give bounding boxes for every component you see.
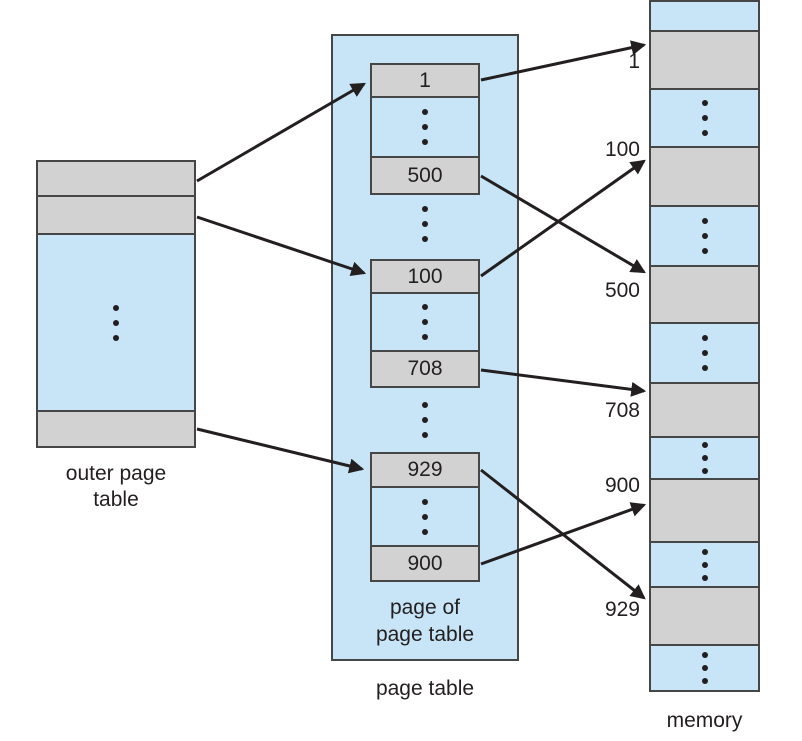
memory-column bbox=[649, 0, 760, 692]
memory-frame-label-900: 900 bbox=[604, 474, 640, 497]
ellipsis-dots bbox=[372, 98, 478, 158]
dot bbox=[701, 574, 708, 581]
dot bbox=[422, 304, 428, 310]
page-of-page-table-2: 100 708 bbox=[370, 259, 480, 388]
ellipsis-dots bbox=[651, 543, 758, 588]
page-of-page-table-1: 1 500 bbox=[370, 63, 480, 195]
page-table-entry-100: 100 bbox=[372, 261, 478, 294]
ellipsis-dots bbox=[331, 398, 519, 442]
page-table-entry-929: 929 bbox=[372, 454, 478, 488]
outer-page-table-entry-2 bbox=[38, 197, 194, 235]
dot bbox=[701, 248, 708, 254]
memory-cell bbox=[651, 2, 758, 32]
dot bbox=[701, 350, 708, 356]
dot bbox=[701, 130, 708, 136]
memory-frame-label-1: 1 bbox=[628, 50, 640, 73]
dot bbox=[422, 432, 428, 438]
outer-page-table-last-entry bbox=[38, 412, 194, 446]
memory-frame-100 bbox=[651, 148, 758, 207]
memory-frame-label-929: 929 bbox=[604, 598, 640, 621]
dot bbox=[422, 139, 428, 145]
ellipsis-dots bbox=[651, 207, 758, 267]
dot bbox=[701, 468, 708, 474]
memory-frame-500 bbox=[651, 267, 758, 324]
dot bbox=[113, 319, 119, 326]
dot bbox=[422, 402, 428, 408]
dot bbox=[701, 100, 708, 106]
dot bbox=[701, 561, 708, 568]
page-table-entry-500: 500 bbox=[372, 158, 478, 193]
dot bbox=[701, 115, 708, 121]
dot bbox=[422, 109, 428, 115]
dot bbox=[701, 652, 708, 658]
dot bbox=[422, 513, 428, 520]
dot bbox=[422, 206, 428, 212]
memory-frame-708 bbox=[651, 384, 758, 438]
caption-line: page table bbox=[375, 623, 475, 646]
memory-frame-900 bbox=[651, 480, 758, 543]
dot bbox=[422, 221, 428, 227]
outer-page-table-caption: outer page table bbox=[36, 461, 196, 513]
dot bbox=[701, 548, 708, 555]
dot bbox=[701, 665, 708, 671]
outer-page-table-entry-1 bbox=[38, 162, 194, 197]
caption-line: page of bbox=[389, 596, 461, 619]
ellipsis-dots bbox=[651, 324, 758, 384]
page-table-caption: page table bbox=[375, 677, 475, 700]
dot bbox=[422, 334, 428, 340]
dot bbox=[422, 124, 428, 130]
memory-frame-label-708: 708 bbox=[604, 399, 640, 422]
dot bbox=[701, 442, 708, 448]
dot bbox=[701, 678, 708, 684]
memory-frame-label-500: 500 bbox=[604, 279, 640, 302]
ellipsis-dots bbox=[331, 202, 519, 246]
page-table-entry-1: 1 bbox=[372, 65, 478, 98]
caption-line: table bbox=[93, 488, 139, 511]
page-of-page-table-caption: page of page table bbox=[331, 594, 519, 648]
dot bbox=[113, 334, 119, 341]
page-table-entry-900: 900 bbox=[372, 547, 478, 580]
caption-line: outer page bbox=[65, 462, 167, 485]
memory-caption: memory bbox=[666, 709, 743, 732]
dot bbox=[422, 319, 428, 325]
memory-frame-929 bbox=[651, 588, 758, 646]
page-of-page-table-3: 929 900 bbox=[370, 452, 480, 582]
ellipsis-dots bbox=[651, 90, 758, 148]
dot bbox=[422, 528, 428, 535]
memory-frame-label-100: 100 bbox=[604, 138, 640, 161]
ellipsis-dots bbox=[372, 294, 478, 352]
ellipsis-dots bbox=[651, 646, 758, 690]
dot bbox=[422, 498, 428, 505]
dot bbox=[701, 335, 708, 341]
outer-page-table-box bbox=[36, 160, 196, 448]
ellipsis-dots bbox=[372, 488, 478, 547]
dot bbox=[422, 236, 428, 242]
dot bbox=[701, 455, 708, 461]
page-table-entry-708: 708 bbox=[372, 352, 478, 386]
ellipsis-dots bbox=[38, 235, 194, 412]
dot bbox=[701, 365, 708, 371]
memory-frame-1 bbox=[651, 32, 758, 90]
dot bbox=[701, 233, 708, 239]
dot bbox=[113, 304, 119, 311]
ellipsis-dots bbox=[651, 438, 758, 480]
dot bbox=[701, 218, 708, 224]
dot bbox=[422, 417, 428, 423]
